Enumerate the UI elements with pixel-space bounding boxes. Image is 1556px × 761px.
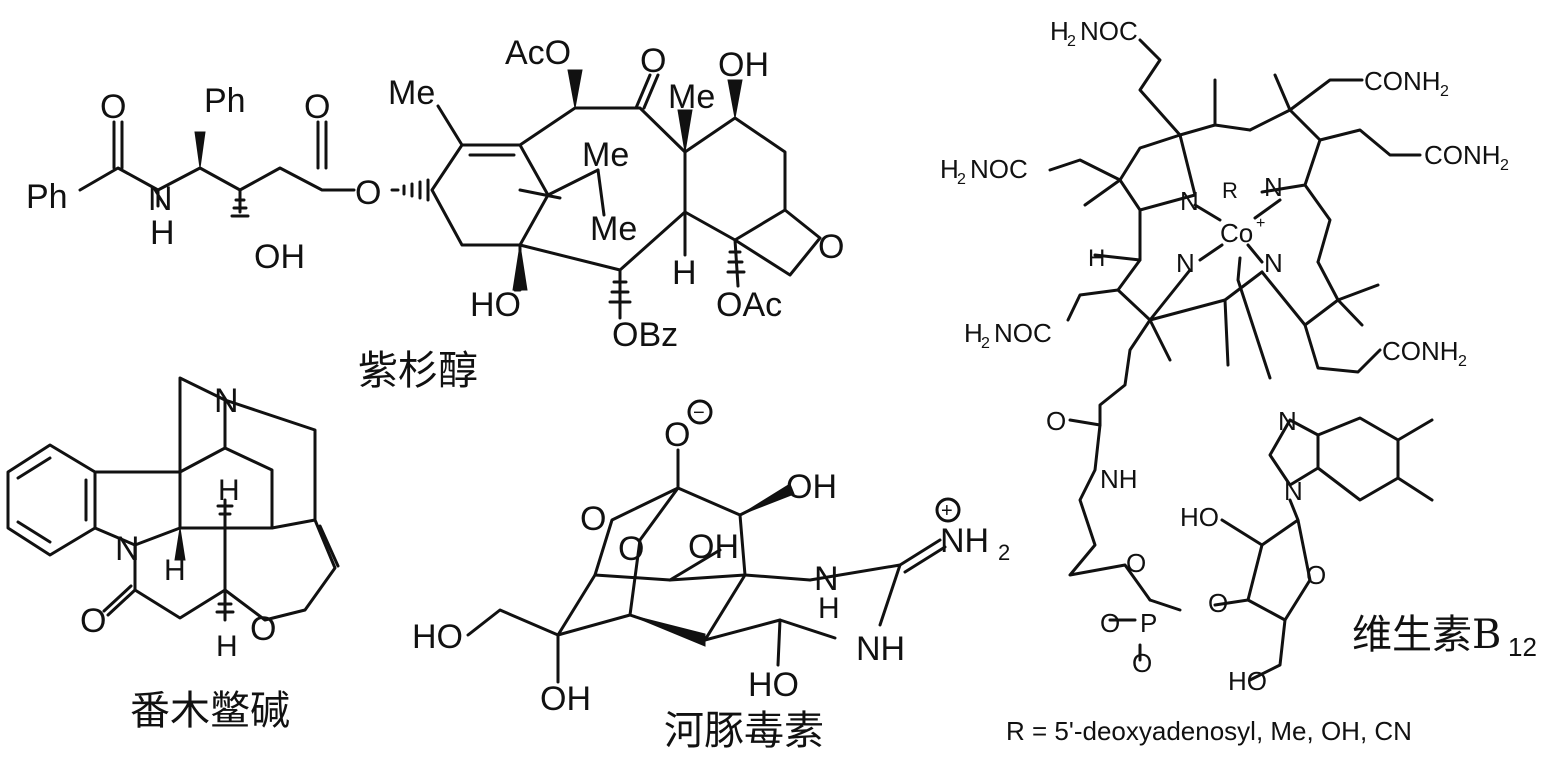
atom-label: O bbox=[1046, 406, 1066, 436]
atom-label: O bbox=[355, 174, 381, 212]
atom-label: NH bbox=[1100, 464, 1138, 494]
atom-label: Me bbox=[582, 136, 629, 174]
atom-subscript: 2 bbox=[1440, 83, 1449, 100]
atom-label: CONH bbox=[1364, 66, 1441, 96]
atom-label: H bbox=[164, 554, 186, 587]
atom-subscript: 2 bbox=[1067, 33, 1076, 50]
atom-label: HO bbox=[412, 618, 463, 656]
atom-label: H bbox=[672, 254, 697, 292]
atom-label: HO bbox=[1180, 502, 1219, 532]
atom-subscript: 2 bbox=[1458, 353, 1467, 370]
atom-label: H bbox=[964, 318, 983, 348]
atom-label: OAc bbox=[716, 286, 782, 324]
atom-label: P bbox=[1140, 608, 1157, 638]
atom-label: N bbox=[1264, 172, 1283, 202]
atom-label: NH bbox=[940, 522, 989, 560]
atom-label: HO bbox=[470, 286, 521, 324]
charge-label: + bbox=[1256, 215, 1265, 232]
atom-label: Ph bbox=[26, 178, 68, 216]
taxol-structure: Ph O N H Ph O OH O Me AcO O Me OH Me Me … bbox=[26, 34, 844, 394]
atom-label: R bbox=[1222, 178, 1238, 203]
atom-label: NOC bbox=[970, 154, 1028, 184]
atom-label: OH bbox=[540, 680, 591, 718]
atom-label: O bbox=[304, 88, 330, 126]
atom-label: O bbox=[1208, 588, 1228, 618]
atom-label: O bbox=[618, 530, 644, 568]
atom-label: O bbox=[1126, 548, 1146, 578]
atom-label: OH bbox=[254, 238, 305, 276]
atom-label: OBz bbox=[612, 316, 678, 354]
atom-label: H bbox=[216, 630, 238, 663]
b12-caption: 维生素B bbox=[1352, 612, 1501, 658]
atom-label: N bbox=[814, 560, 839, 598]
atom-label: CONH bbox=[1424, 140, 1501, 170]
atom-label: H bbox=[1088, 245, 1105, 272]
atom-label: O bbox=[664, 416, 690, 454]
atom-label: OH bbox=[688, 528, 739, 566]
atom-label: Me bbox=[590, 210, 637, 248]
atom-label: N bbox=[214, 382, 239, 420]
vitamin-b12-structure: H 2 NOC H 2 NOC H 2 NOC CONH 2 CONH 2 CO… bbox=[940, 16, 1537, 746]
atom-label: HO bbox=[748, 666, 799, 704]
atom-label: N bbox=[1284, 476, 1303, 506]
atom-label: N bbox=[1180, 186, 1199, 216]
atom-label: Me bbox=[668, 78, 715, 116]
tetrodotoxin-structure: O − O O OH OH N H NH 2 + NH HO OH HO 河豚毒… bbox=[412, 399, 1010, 754]
atom-label: N bbox=[1264, 248, 1283, 278]
atom-label: O bbox=[580, 500, 606, 538]
atom-label: NOC bbox=[1080, 16, 1138, 46]
atom-label: O bbox=[1132, 648, 1152, 678]
atom-label: N bbox=[1278, 406, 1297, 436]
atom-subscript: 2 bbox=[957, 171, 966, 188]
atom-label: HO bbox=[1228, 666, 1267, 696]
strychnine-caption: 番木鳖碱 bbox=[130, 688, 290, 734]
atom-label: N bbox=[1176, 248, 1195, 278]
atom-label: Ph bbox=[204, 82, 246, 120]
atom-subscript: 2 bbox=[1500, 157, 1509, 174]
atom-label: O bbox=[80, 602, 106, 640]
atom-label: O bbox=[250, 610, 276, 648]
atom-label: NOC bbox=[994, 318, 1052, 348]
atom-label: H bbox=[218, 474, 240, 507]
atom-label: O bbox=[100, 88, 126, 126]
taxol-caption: 紫杉醇 bbox=[358, 348, 478, 394]
atom-label: O bbox=[640, 42, 666, 80]
atom-label: H bbox=[1050, 16, 1069, 46]
charge-label: − bbox=[693, 402, 705, 424]
atom-label: AcO bbox=[505, 34, 571, 72]
atom-label: NH bbox=[856, 630, 905, 668]
wedge-bond bbox=[194, 131, 206, 169]
atom-label: H bbox=[940, 154, 959, 184]
atom-label: N bbox=[148, 180, 173, 218]
atom-label: H bbox=[818, 592, 840, 625]
atom-label: CONH bbox=[1382, 336, 1459, 366]
atom-label: H bbox=[150, 214, 175, 252]
atom-label: N bbox=[115, 530, 140, 568]
atom-label: Me bbox=[388, 74, 435, 112]
atom-label: OH bbox=[786, 468, 837, 506]
atom-subscript: 2 bbox=[981, 335, 990, 352]
charge-label: + bbox=[941, 500, 953, 522]
atom-label: Co bbox=[1220, 218, 1253, 248]
atom-label: O bbox=[818, 228, 844, 266]
b12-footnote: R = 5'-deoxyadenosyl, Me, OH, CN bbox=[1006, 716, 1412, 746]
atom-label: O bbox=[1306, 560, 1326, 590]
tetrodotoxin-caption: 河豚毒素 bbox=[664, 708, 824, 754]
strychnine-structure: N N H H O O H 番木鳖碱 bbox=[6, 376, 340, 734]
atom-label: O bbox=[1100, 608, 1120, 638]
atom-subscript: 2 bbox=[998, 540, 1010, 565]
b12-caption-subscript: 12 bbox=[1508, 632, 1537, 662]
atom-label: OH bbox=[718, 46, 769, 84]
